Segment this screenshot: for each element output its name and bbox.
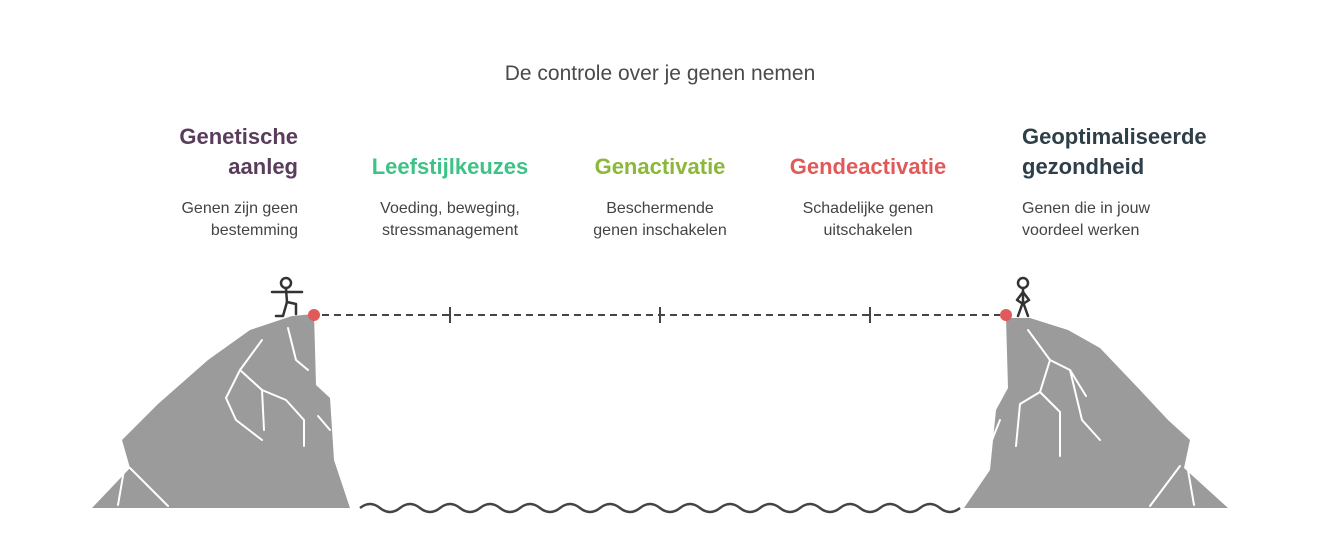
- water-waves: [359, 502, 961, 514]
- walking-person-icon: [270, 276, 304, 318]
- right-cliff: [964, 318, 1228, 508]
- stage-heading: Genetische aanleg: [179, 124, 298, 179]
- stage-description: Genen zijn geen bestemming: [181, 200, 298, 239]
- stage-description: Voeding, beweging, stressmanagement: [380, 200, 520, 239]
- diagram-title: De controle over je genen nemen: [504, 62, 816, 85]
- stage-heading: Geoptimaliseerde gezondheid: [1022, 124, 1207, 179]
- stage-description: Genen die in jouw voordeel werken: [1022, 200, 1151, 239]
- stage-heading: Leefstijlkeuzes: [371, 154, 529, 179]
- standing-person-icon: [1015, 276, 1031, 318]
- right-anchor-icon: [1000, 309, 1012, 321]
- stage-gene-activation: Genactivatie Beschermende genen inschake…: [550, 122, 770, 242]
- stage-description: Schadelijke genen uitschakelen: [802, 200, 934, 239]
- stage-optimized-health: Geoptimaliseerde gezondheid Genen die in…: [1022, 122, 1262, 242]
- stage-heading: Genactivatie: [594, 154, 726, 179]
- stage-heading: Gendeactivatie: [789, 154, 947, 179]
- stage-description: Beschermende genen inschakelen: [593, 200, 727, 239]
- left-cliff: [92, 314, 350, 508]
- rope-bridge: [322, 307, 1000, 323]
- stage-lifestyle-choices: Leefstijlkeuzes Voeding, beweging, stres…: [340, 122, 560, 242]
- stage-gene-deactivation: Gendeactivatie Schadelijke genen uitscha…: [758, 122, 978, 242]
- stage-genetic-predisposition: Genetische aanleg Genen zijn geen bestem…: [150, 122, 298, 242]
- left-anchor-icon: [308, 309, 320, 321]
